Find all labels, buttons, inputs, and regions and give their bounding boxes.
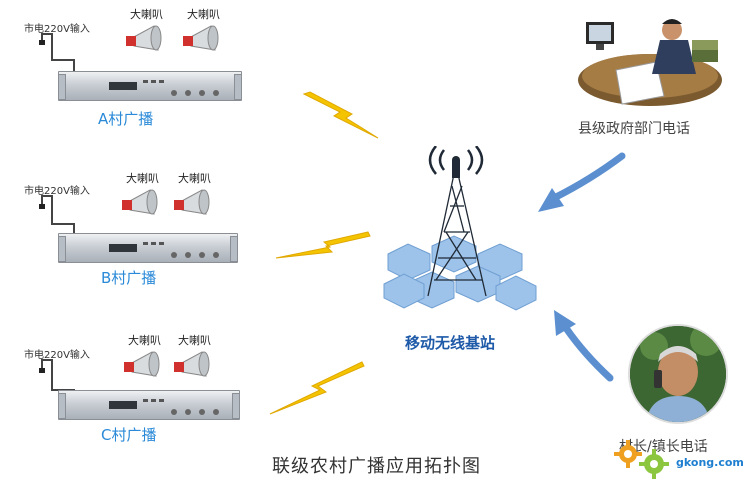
speaker-label: 大喇叭 <box>130 8 163 21</box>
county-government-phone-label: 县级政府部门电话 <box>578 121 690 137</box>
horn-speaker-icon <box>124 351 160 377</box>
village-chief-phone-label: 村长/镇长电话 <box>619 439 708 455</box>
speaker-label: 大喇叭 <box>178 172 211 185</box>
speaker-label: 大喇叭 <box>178 334 211 347</box>
lightning-bolt-icon <box>302 91 379 139</box>
power-cable <box>39 33 75 72</box>
horn-speaker-icon <box>122 189 158 215</box>
watermark-text: gkong.com <box>676 456 744 469</box>
base-station-label: 移动无线基站 <box>405 334 496 352</box>
mains-input-label: 市电220V输入 <box>24 24 90 35</box>
village-a-label: A村广播 <box>98 110 154 128</box>
lightning-bolt-icon <box>275 231 371 259</box>
mains-input-label: 市电220V输入 <box>24 186 90 197</box>
broadcast-amplifier <box>58 233 238 263</box>
horn-speaker-icon <box>126 25 162 51</box>
speaker-label: 大喇叭 <box>187 8 220 21</box>
gear-logo-icon <box>614 440 669 479</box>
broadcast-amplifier <box>58 390 240 420</box>
office-worker-phone-icon <box>578 19 722 106</box>
speaker-label: 大喇叭 <box>128 334 161 347</box>
speaker-label: 大喇叭 <box>126 172 159 185</box>
horn-speaker-icon <box>183 25 219 51</box>
arrow-icon <box>538 152 626 212</box>
village-chief-photo <box>628 324 728 424</box>
mains-input-label: 市电220V输入 <box>24 350 90 361</box>
diagram-title: 联级农村广播应用拓扑图 <box>272 456 481 477</box>
horn-speaker-icon <box>174 351 210 377</box>
village-b-label: B村广播 <box>101 269 157 287</box>
power-cable <box>39 195 75 236</box>
broadcast-amplifier <box>58 71 242 101</box>
base-station-tower-icon <box>383 146 537 311</box>
village-c-label: C村广播 <box>101 426 157 444</box>
horn-speaker-icon <box>174 189 210 215</box>
arrow-icon <box>554 310 614 382</box>
lightning-bolt-icon <box>269 361 365 415</box>
